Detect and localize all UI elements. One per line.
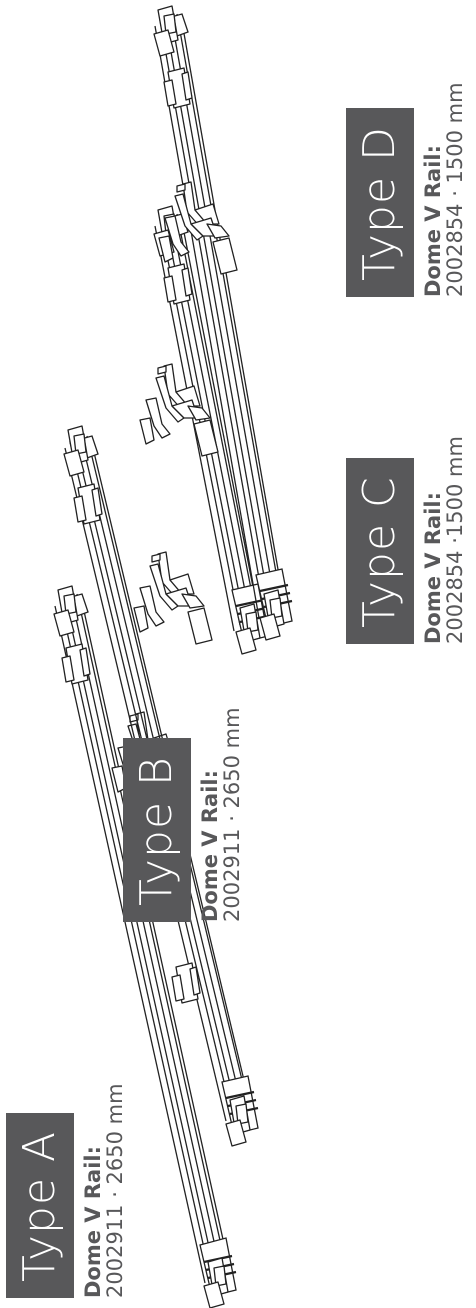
type-c-rail-spec: 2002854 ·1500 mm [443, 436, 467, 644]
rail-c [139, 205, 269, 655]
type-a-rail-name: Dome V Rail: [81, 1146, 105, 1298]
type-d-label: Type D Dome V Rail: 2002854 · 1500 mm [346, 82, 467, 297]
type-c-title: Type C [346, 458, 414, 644]
type-d-title: Type D [346, 108, 414, 297]
rail-a [53, 585, 237, 1308]
type-a-title: Type A [6, 1112, 74, 1298]
type-a-rail-spec: 2002911 · 2650 mm [103, 1083, 127, 1298]
type-c-rail-name: Dome V Rail: [421, 492, 445, 644]
rail-b [63, 425, 259, 1147]
type-b-label: Type B Dome V Rail: 2002911 · 2650 mm [123, 707, 244, 922]
type-b-rail-spec: 2002911 · 2650 mm [220, 707, 244, 922]
type-b-rail-name: Dome V Rail: [198, 770, 222, 922]
rail-d [153, 5, 293, 641]
type-b-title: Type B [123, 738, 191, 922]
type-d-rail-name: Dome V Rail: [421, 145, 445, 297]
type-d-rail-spec: 2002854 · 1500 mm [443, 82, 467, 297]
type-c-label: Type C Dome V Rail: 2002854 ·1500 mm [346, 436, 467, 644]
type-a-label: Type A Dome V Rail: 2002911 · 2650 mm [6, 1083, 127, 1298]
